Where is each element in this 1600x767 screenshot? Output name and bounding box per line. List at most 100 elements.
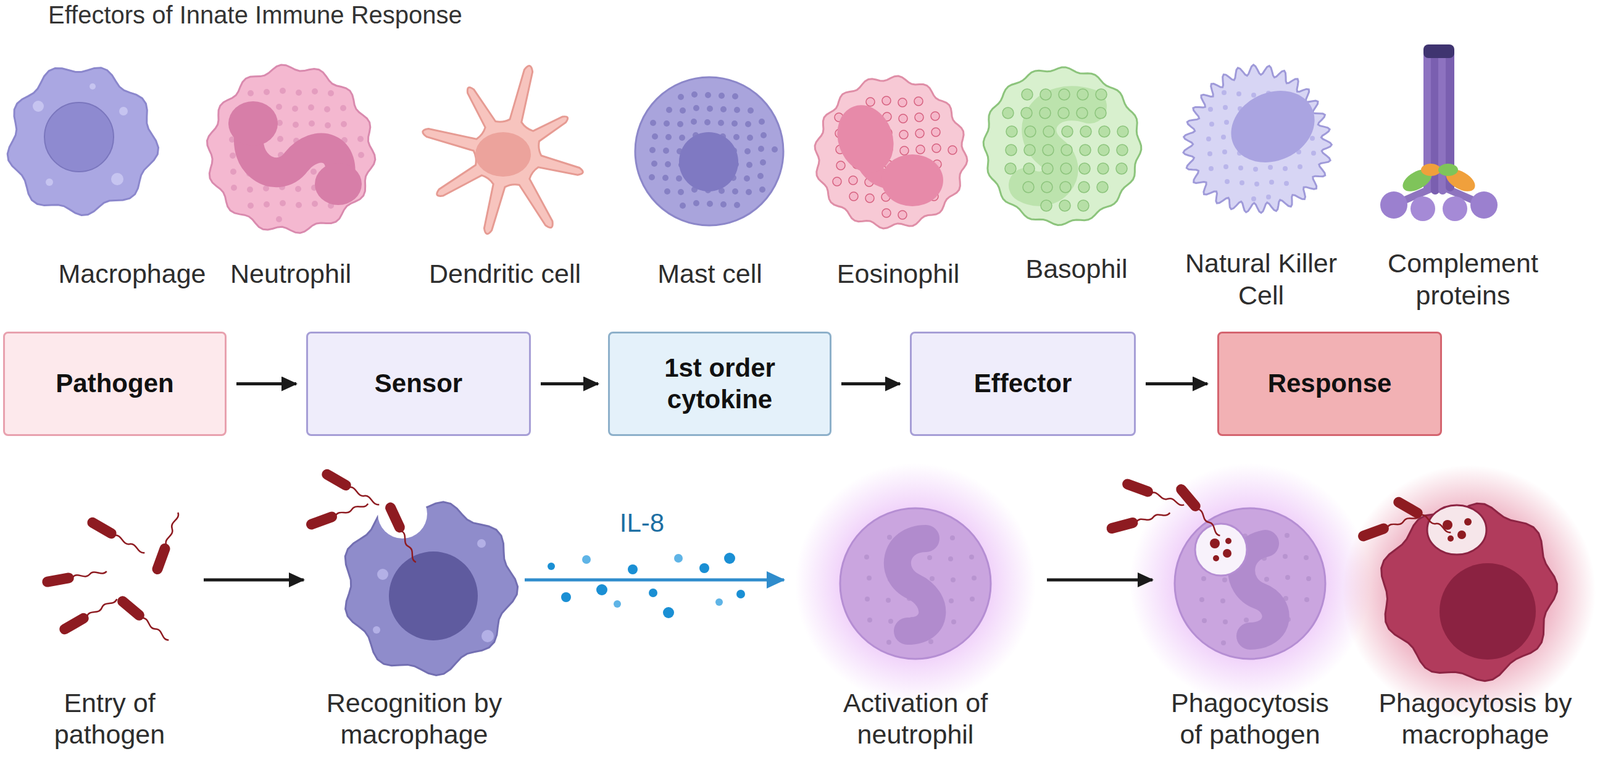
il8-molecules-part	[561, 591, 571, 602]
process-box: 1st order cytokine	[608, 331, 832, 436]
granule	[666, 106, 673, 113]
granule	[1098, 125, 1110, 138]
neutrophil-icon-part	[314, 162, 362, 205]
macrophage-recognition-icon-part	[345, 501, 518, 676]
cell-label: Complement proteins	[1361, 247, 1565, 312]
dendritic-cell-icon	[422, 66, 583, 234]
granule	[745, 120, 752, 128]
granule	[1077, 88, 1089, 100]
bacterium	[150, 510, 183, 576]
granule	[1117, 125, 1129, 138]
granule	[916, 145, 925, 154]
granule	[1024, 125, 1036, 138]
granule	[1058, 107, 1070, 119]
granule	[1222, 149, 1228, 155]
granule	[886, 639, 892, 645]
granule	[1220, 598, 1226, 604]
cell-label: Dendritic cell	[375, 258, 635, 291]
complement-protein-icon	[1380, 44, 1498, 221]
granule	[836, 161, 846, 170]
granule	[675, 175, 683, 182]
granule	[832, 177, 842, 186]
flagellum	[164, 511, 180, 546]
il8-molecules	[547, 552, 746, 618]
macrophage-recognition-icon-part	[304, 498, 370, 531]
granule	[733, 133, 740, 141]
flagellum	[141, 616, 170, 642]
eosinophil-icon-part	[814, 75, 968, 229]
phagocytosing-macrophage-icon	[1342, 464, 1596, 718]
il8-molecules-part	[662, 606, 675, 618]
granule	[1058, 88, 1070, 100]
complement-protein-icon-part	[1470, 191, 1498, 219]
process-box: Response	[1217, 331, 1442, 436]
granule	[295, 89, 302, 96]
granule	[292, 121, 299, 128]
granule	[1004, 162, 1017, 175]
bacterium	[85, 515, 147, 558]
il8-molecules-part	[724, 552, 736, 564]
granule	[1042, 144, 1054, 156]
granule	[704, 119, 711, 126]
il8-molecules-part	[582, 554, 591, 564]
connector-arrow	[540, 382, 599, 386]
il8-molecules-part	[736, 589, 746, 599]
macrophage-recognition-icon-part	[377, 568, 389, 580]
dendritic-cell-icon-part	[475, 132, 531, 177]
natural-killer-cell-icon-part	[1219, 77, 1326, 176]
granule	[1043, 125, 1055, 138]
granule	[1221, 90, 1227, 96]
granule	[662, 147, 670, 154]
box-text: Response	[1267, 367, 1392, 399]
complement-protein-icon-part	[1380, 191, 1408, 219]
granule	[927, 554, 933, 560]
granule	[1223, 164, 1229, 170]
granule	[1284, 532, 1290, 538]
granule	[1239, 180, 1245, 186]
cell-label: Macrophage	[2, 258, 262, 291]
activated-neutrophil-icon-part	[840, 508, 991, 659]
granule	[882, 208, 891, 218]
granule	[651, 133, 659, 140]
granule	[1283, 180, 1289, 186]
granule	[1076, 107, 1088, 119]
granule	[717, 119, 725, 126]
neutrophil-icon-part	[228, 87, 365, 223]
activated-neutrophil-icon-part	[864, 532, 977, 645]
granule	[898, 210, 907, 220]
neutrophil-icon-part	[228, 101, 278, 146]
granule	[1206, 136, 1212, 142]
granule	[277, 135, 284, 142]
granule	[732, 188, 739, 195]
granule	[1224, 119, 1230, 125]
bacterium	[383, 500, 421, 565]
granule	[747, 107, 754, 114]
granule	[677, 188, 684, 196]
granule	[1309, 135, 1315, 141]
macrophage-recognition-icon-part	[477, 538, 486, 548]
complement-protein-icon-part	[1420, 163, 1441, 176]
granule	[864, 596, 870, 602]
granule	[340, 104, 347, 112]
granule	[932, 143, 941, 153]
granule	[759, 186, 766, 193]
granule	[745, 188, 752, 196]
granule	[247, 90, 254, 97]
granule	[1041, 181, 1053, 193]
bacterium-body	[115, 593, 147, 623]
phagocytosing-macrophage-icon-part	[1427, 504, 1487, 555]
il8-molecules-part	[627, 564, 638, 575]
granule	[1267, 164, 1273, 170]
granule	[1285, 574, 1291, 580]
step-caption: Entry of pathogen	[20, 687, 199, 751]
connector-arrow	[841, 382, 900, 386]
eosinophil-icon	[814, 75, 968, 229]
illustration-step: Recognition by macrophage	[308, 481, 520, 754]
macrophage-recognition-icon-part	[383, 500, 421, 565]
granule	[651, 160, 658, 167]
granule	[310, 168, 317, 175]
granule	[327, 90, 334, 97]
granule	[324, 122, 331, 129]
granule	[1059, 200, 1071, 212]
illustration-step: Entry of pathogen	[20, 481, 199, 754]
